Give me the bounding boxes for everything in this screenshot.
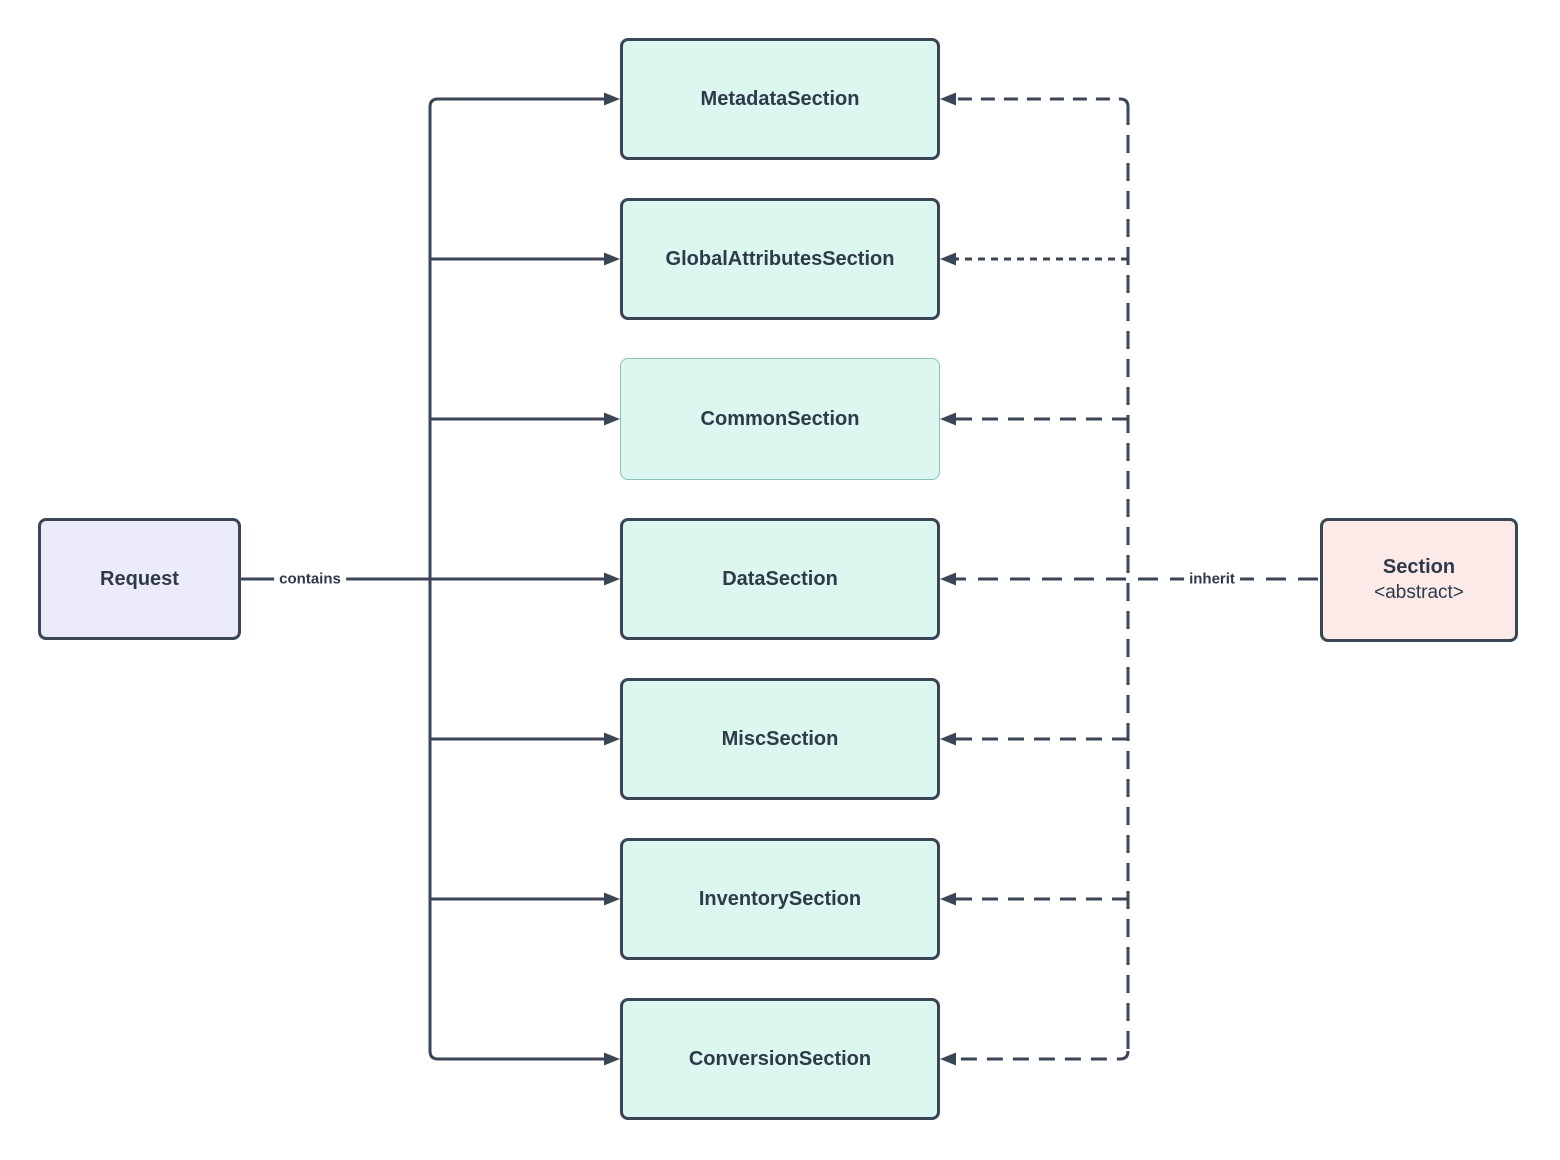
node-common-section: CommonSection <box>620 358 940 480</box>
node-section-title: Section <box>1382 556 1456 579</box>
contains-edges <box>240 97 607 1061</box>
node-label: MetadataSection <box>700 87 860 110</box>
inherit-edges <box>955 97 1318 1061</box>
inherit-arrowheads <box>940 92 956 1066</box>
edge-label-contains: contains <box>274 570 346 588</box>
contains-arrowheads <box>604 92 620 1066</box>
node-label: CommonSection <box>700 407 860 430</box>
node-section-abstract: Section <abstract> <box>1320 518 1518 642</box>
node-misc-section: MiscSection <box>620 678 940 800</box>
node-section-stereotype: <abstract> <box>1374 582 1464 604</box>
node-data-section: DataSection <box>620 518 940 640</box>
node-label: GlobalAttributesSection <box>665 247 895 270</box>
node-global-attributes-section: GlobalAttributesSection <box>620 198 940 320</box>
node-request: Request <box>38 518 241 640</box>
node-label: DataSection <box>722 567 838 590</box>
node-label: InventorySection <box>698 887 862 910</box>
node-inventory-section: InventorySection <box>620 838 940 960</box>
edge-label-inherit: inherit <box>1184 570 1240 588</box>
node-request-label: Request <box>100 567 179 590</box>
node-metadata-section: MetadataSection <box>620 38 940 160</box>
node-label: ConversionSection <box>688 1047 872 1070</box>
node-label: MiscSection <box>721 727 839 750</box>
node-conversion-section: ConversionSection <box>620 998 940 1120</box>
